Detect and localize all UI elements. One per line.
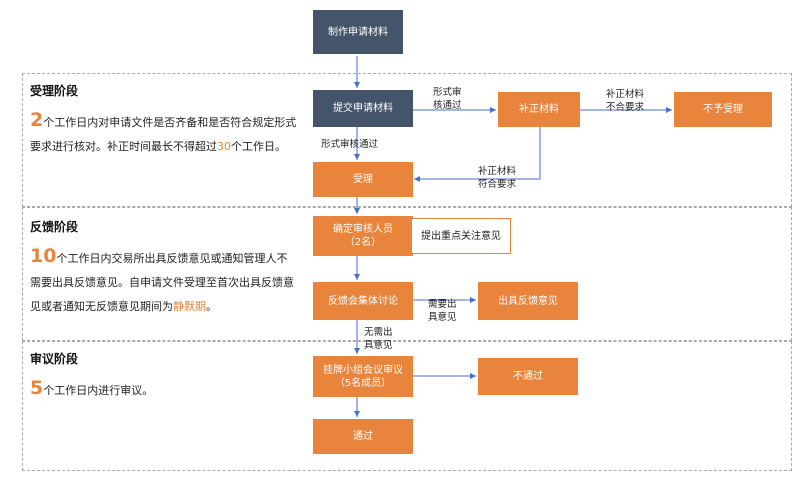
supplement-ok-label-line2: 符合要求 — [478, 179, 517, 190]
feedback-stage-frame — [22, 207, 792, 341]
need-feedback-label-line1: 需要出 — [428, 299, 457, 310]
formal-pass-label: 形式审 核通过 — [433, 86, 462, 112]
supplement-fail-label-line1: 补正材料 — [606, 89, 645, 100]
formal-pass-label-line1: 形式审 — [433, 87, 462, 98]
acceptance-desc-b: 个工作日。 — [231, 140, 286, 153]
panel-review-line2: （5名成员） — [334, 377, 392, 389]
no-feedback-label-line1: 无需出 — [364, 327, 393, 338]
need-feedback-label: 需要出 具意见 — [428, 298, 457, 324]
key-concerns-note: 提出重点关注意见 — [411, 218, 511, 254]
supplement-fail-label-line2: 不合要求 — [606, 102, 645, 113]
accepted-node: 受理 — [313, 162, 413, 197]
feedback-desc-b: 。 — [206, 300, 217, 313]
feedback-days: 10 — [30, 245, 57, 267]
acceptance-stage-frame — [22, 73, 792, 207]
review-days: 5 — [30, 377, 44, 399]
pass-node: 通过 — [313, 419, 413, 454]
acceptance-stage-description: 2个工作日内对申请文件是否齐备和是否符合规定形式要求进行核对。补正时间最长不得超… — [30, 108, 298, 159]
acceptance-desc-a: 个工作日内对申请文件是否齐备和是否符合规定形式要求进行核对。补正时间最长不得超过 — [30, 116, 297, 153]
prepare-materials-node: 制作申请材料 — [313, 10, 403, 54]
arrow-supplement-to-accept — [414, 127, 541, 182]
collective-discussion-node: 反馈会集体讨论 — [313, 282, 413, 320]
supplement-ok-label-line1: 补正材料 — [478, 166, 517, 177]
review-stage-frame — [22, 341, 792, 471]
submit-materials-node: 提交申请材料 — [313, 90, 413, 127]
acceptance-days-2: 30 — [217, 140, 231, 153]
not-accepted-node: 不予受理 — [674, 92, 772, 127]
review-desc-a: 个工作日内进行审议。 — [43, 384, 154, 397]
supplement-materials-node: 补正材料 — [498, 92, 580, 127]
acceptance-stage-title: 受理阶段 — [30, 84, 79, 98]
quiet-period-highlight: 静默期 — [173, 300, 206, 313]
fail-node: 不通过 — [478, 358, 578, 395]
review-stage-description: 5个工作日内进行审议。 — [30, 376, 298, 403]
panel-review-node: 挂牌小组会议审议 （5名成员） — [313, 356, 413, 397]
review-stage-title: 审议阶段 — [30, 352, 79, 366]
panel-review-line1: 挂牌小组会议审议 — [323, 364, 403, 376]
assign-reviewers-line1: 确定审核人员 — [333, 224, 393, 235]
no-feedback-label-line2: 具意见 — [364, 340, 393, 351]
no-feedback-label: 无需出 具意见 — [364, 326, 393, 352]
assign-reviewers-node: 确定审核人员 （2名） — [313, 216, 413, 256]
supplement-fail-label: 补正材料 不合要求 — [606, 88, 644, 114]
need-feedback-label-line2: 具意见 — [428, 312, 457, 323]
feedback-stage-description: 10个工作日内交易所出具反馈意见或通知管理人不需要出具反馈意见。自申请文件受理至… — [30, 244, 298, 319]
assign-reviewers-line2: （2名） — [344, 237, 382, 248]
issue-feedback-node: 出具反馈意见 — [478, 282, 578, 320]
feedback-stage-title: 反馈阶段 — [30, 220, 79, 234]
supplement-ok-label: 补正材料 符合要求 — [478, 165, 516, 191]
formal-pass-down-label: 形式审核通过 — [321, 139, 379, 150]
acceptance-days: 2 — [30, 109, 44, 131]
feedback-desc-a: 个工作日内交易所出具反馈意见或通知管理人不需要出具反馈意见。自申请文件受理至首次… — [30, 252, 294, 313]
formal-pass-label-line2: 核通过 — [433, 100, 462, 111]
